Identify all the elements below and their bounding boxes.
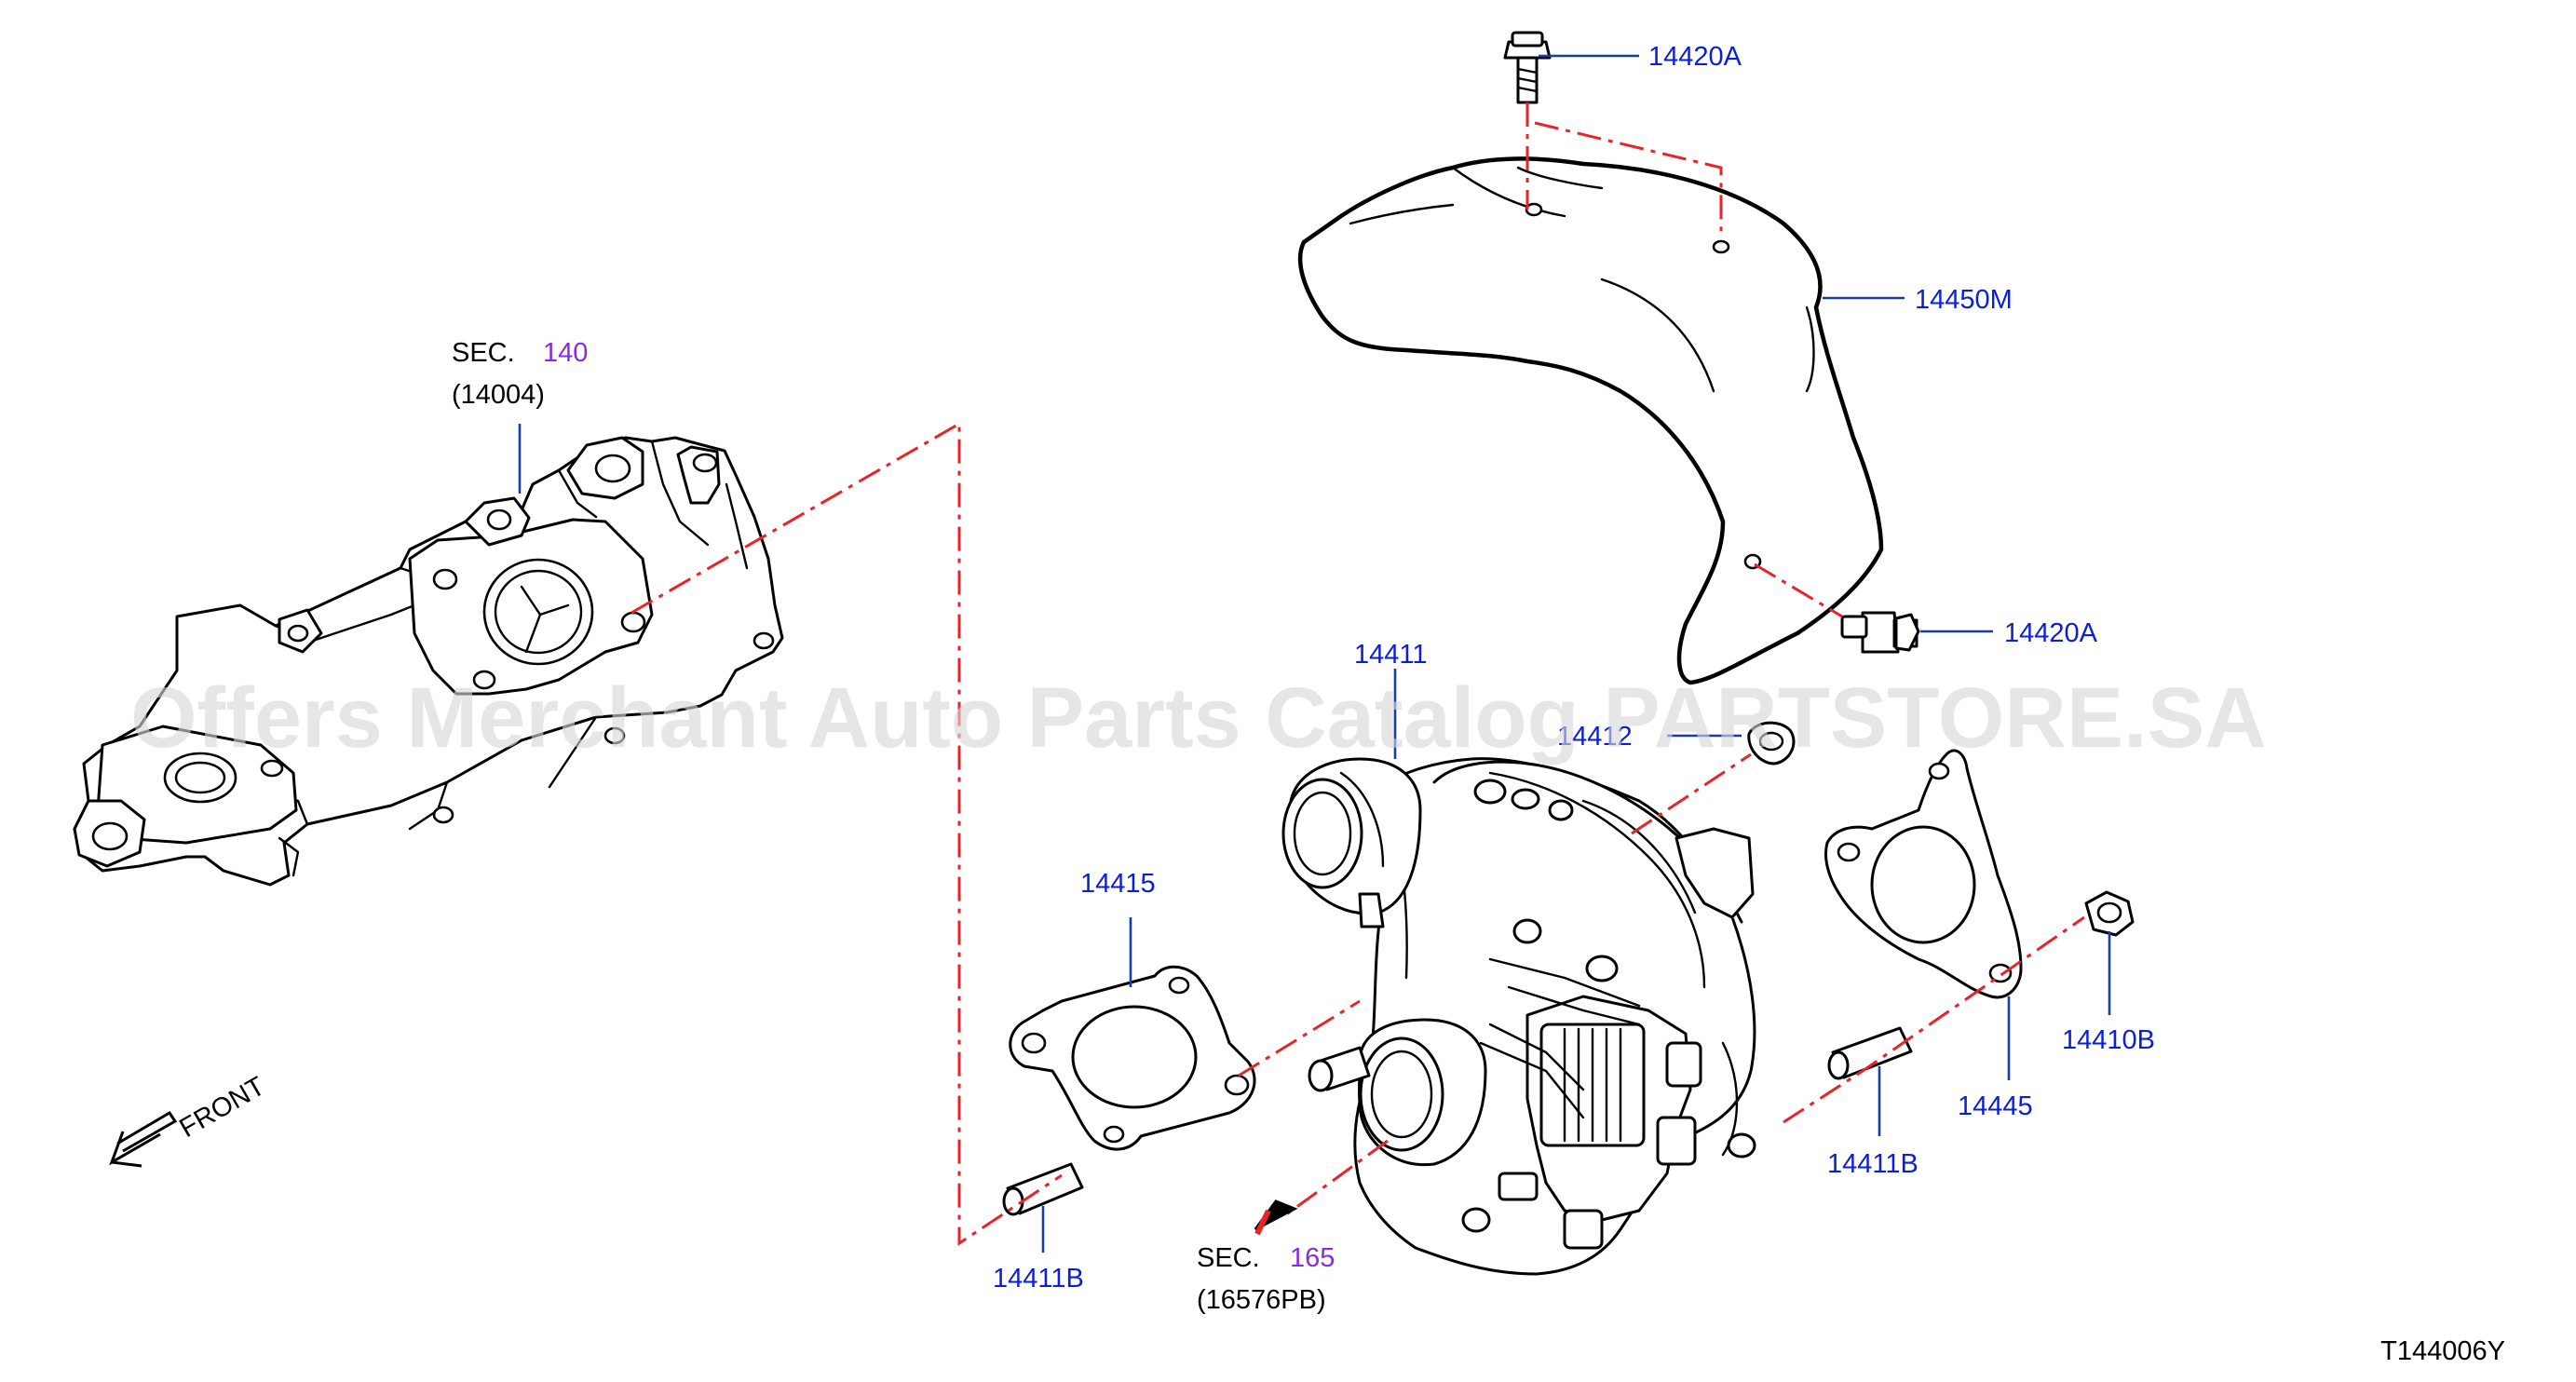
front-label: FRONT [175, 1071, 271, 1144]
leader-lines [518, 54, 2111, 1253]
sec-165-number: 165 [1290, 1243, 1335, 1273]
part-label-14411b-right: 14411B [1827, 1149, 1918, 1179]
gasket-to-turbo-line [1238, 999, 1361, 1077]
assembly-center-lines [630, 102, 2085, 1246]
bolt-to-insulator-line [1534, 121, 1723, 237]
bolt-14420a-top [1503, 31, 1552, 104]
watermark: Offers Merchant Auto Parts Catalog PARTS… [130, 671, 2267, 766]
part-label-14420a-top: 14420A [1648, 42, 1742, 72]
heat-insulator-14450m [1297, 156, 1884, 685]
bolt-14420a-right [1840, 611, 1920, 654]
clip-14412 [1747, 721, 1796, 766]
part-label-14445: 14445 [1958, 1091, 2033, 1121]
gasket-14445 [1824, 749, 2023, 999]
sec-165-arrow [1254, 1199, 1298, 1236]
gasket-14415 [1009, 965, 1256, 1151]
nut-14410b [2084, 890, 2135, 937]
clip-line [1631, 752, 1752, 835]
part-label-14450m: 14450M [1915, 285, 2013, 315]
front-arrow-icon [109, 1110, 178, 1168]
sec-140-prefix: SEC. [452, 338, 515, 368]
exhaust-manifold [73, 436, 784, 887]
outlet-line [1284, 1139, 1389, 1217]
sec-140-ref: (14004) [452, 380, 545, 410]
stud-14411b-right [1827, 1026, 1913, 1080]
part-label-14420a-right: 14420A [2004, 618, 2098, 648]
diagram-code: T144006Y [2380, 1336, 2505, 1366]
part-label-14411b-left: 14411B [993, 1264, 1084, 1294]
stud-14411b-left [1002, 1162, 1084, 1216]
sec-140-number: 140 [543, 338, 588, 368]
turbo-to-gasket-nut-line [1783, 915, 2085, 1124]
part-label-14412: 14412 [1557, 722, 1633, 752]
turbocharger-14411 [1281, 757, 1756, 1276]
part-label-14411: 14411 [1354, 640, 1428, 670]
sec-165-prefix: SEC. [1197, 1243, 1260, 1273]
sec-165-ref: (16576PB) [1197, 1285, 1326, 1315]
manifold-to-gasket-line [630, 421, 1063, 1246]
part-label-14410b: 14410B [2062, 1025, 2155, 1055]
part-label-14415: 14415 [1080, 869, 1156, 899]
right-bolt-line [1754, 562, 1843, 618]
